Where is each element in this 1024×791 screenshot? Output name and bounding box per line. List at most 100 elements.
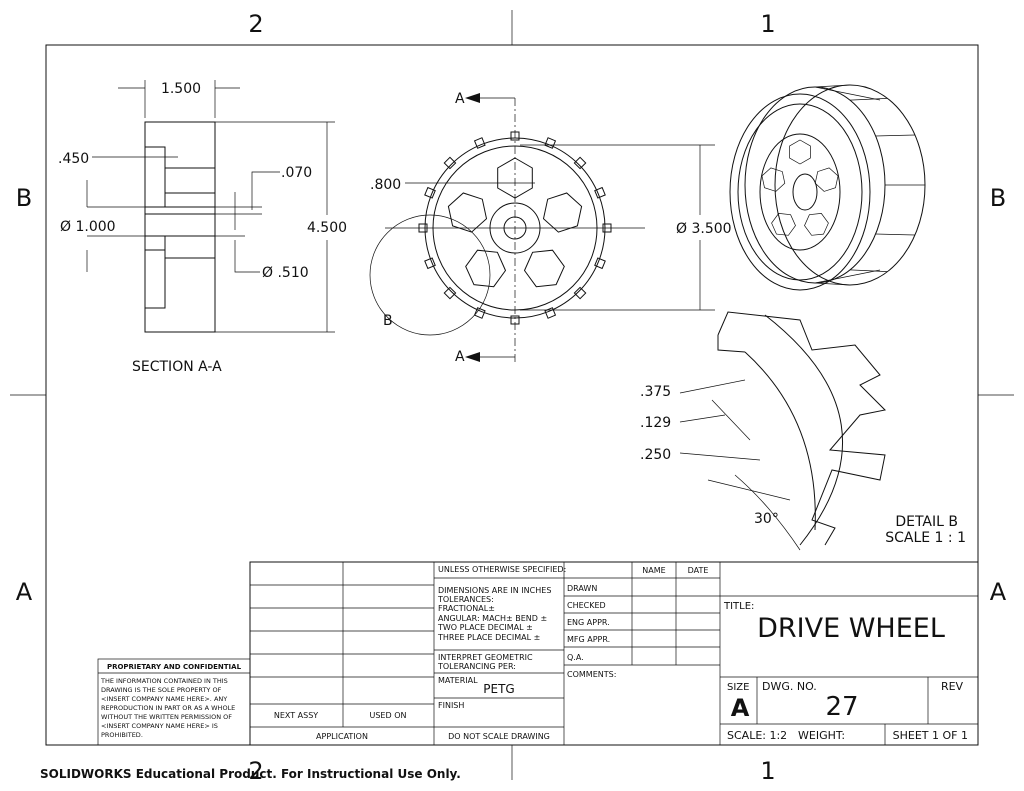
detail-scale: SCALE 1 : 1 xyxy=(885,530,966,546)
tb-size: A xyxy=(731,694,750,722)
dim-hub: .450 xyxy=(58,151,89,167)
rim-tooth xyxy=(594,186,606,199)
tb-angular: ANGULAR: MACH± BEND ± xyxy=(438,614,547,623)
dim-detail-3: .250 xyxy=(640,447,671,463)
hex-pocket xyxy=(804,213,829,236)
educational-footer: SOLIDWORKS Educational Product. For Inst… xyxy=(40,767,461,781)
cut-label-a: A xyxy=(455,349,465,365)
front-view: A A B .800 Ø 3.500 xyxy=(369,91,732,365)
tb-material: PETG xyxy=(483,682,514,696)
proprietary-notice: PROPRIETARY AND CONFIDENTIAL THE INFORMA… xyxy=(97,658,251,746)
dim-detail-angle: 30° xyxy=(754,511,779,527)
detail-callout: B xyxy=(383,313,393,329)
isometric-view xyxy=(729,84,926,291)
rim-rib xyxy=(849,98,888,101)
rim-tooth xyxy=(443,286,457,300)
tb-scale: SCALE: 1:2 xyxy=(727,729,787,742)
section-label: SECTION A-A xyxy=(132,359,222,375)
tb-two-place: TWO PLACE DECIMAL ± xyxy=(437,623,533,632)
tb-title-label: TITLE: xyxy=(723,601,754,612)
hex-pocket xyxy=(542,192,583,233)
rim-rib xyxy=(875,233,916,236)
tb-date-header: DATE xyxy=(688,566,709,575)
tb-rev: REV xyxy=(941,680,964,693)
tb-material-label: MATERIAL xyxy=(438,676,478,685)
hex-pocket xyxy=(761,167,786,192)
dim-detail-1: .375 xyxy=(640,384,671,400)
rim-tooth xyxy=(473,137,486,149)
proprietary-line: <INSERT COMPANY NAME HERE> IS xyxy=(101,722,218,730)
tb-interpret: INTERPRET GEOMETRIC xyxy=(438,653,533,662)
tb-eng-appr: ENG APPR. xyxy=(567,618,610,627)
tb-qa: Q.A. xyxy=(567,653,584,662)
title-block: UNLESS OTHERWISE SPECIFIED: NAME DATE DI… xyxy=(249,561,979,746)
tb-weight: WEIGHT: xyxy=(798,729,845,742)
dim-hex: .800 xyxy=(370,177,401,193)
rim-tooth xyxy=(424,186,436,199)
tb-application: APPLICATION xyxy=(316,732,368,741)
hex-pocket xyxy=(465,249,507,288)
zone-label: 2 xyxy=(248,10,263,38)
tb-unless: UNLESS OTHERWISE SPECIFIED: xyxy=(438,565,566,574)
tb-tolerances: TOLERANCES: xyxy=(437,595,494,604)
zone-label: 1 xyxy=(760,757,775,785)
hex-pocket xyxy=(789,139,811,165)
rim-rib xyxy=(814,282,851,286)
tb-three-place: THREE PLACE DECIMAL ± xyxy=(437,633,540,642)
tb-checked: CHECKED xyxy=(567,601,606,610)
rim-tooth xyxy=(544,137,557,149)
rim-rib xyxy=(814,84,851,88)
tb-dwg-label: DWG. NO. xyxy=(762,680,817,693)
rim-rib xyxy=(875,134,916,137)
dim-keyway: .070 xyxy=(281,165,312,181)
rim-tooth xyxy=(443,156,457,170)
tb-fractional: FRACTIONAL± xyxy=(438,604,495,613)
tb-dims-inches: DIMENSIONS ARE IN INCHES xyxy=(438,586,551,595)
detail-view: .375 .129 .250 30° DETAIL B SCALE 1 : 1 xyxy=(640,311,966,551)
dim-width: 1.500 xyxy=(161,81,201,97)
tb-drawn: DRAWN xyxy=(567,584,597,593)
proprietary-line: DRAWING IS THE SOLE PROPERTY OF xyxy=(101,686,222,694)
dim-outer-diameter: 4.500 xyxy=(307,220,347,236)
proprietary-line: REPRODUCTION IN PART OR AS A WHOLE xyxy=(101,704,235,712)
proprietary-line: <INSERT COMPANY NAME HERE>. ANY xyxy=(101,695,227,703)
hex-pocket xyxy=(523,249,565,288)
tb-name-header: NAME xyxy=(642,566,665,575)
proprietary-line: WITHOUT THE WRITTEN PERMISSION OF xyxy=(101,713,232,721)
rim-tooth xyxy=(473,307,486,319)
hex-pocket xyxy=(814,167,839,192)
hex-pocket xyxy=(771,213,796,236)
dim-bore: Ø 1.000 xyxy=(60,219,116,235)
tb-used-on: USED ON xyxy=(370,711,407,720)
dim-rim-diameter: Ø 3.500 xyxy=(676,221,732,237)
zone-label: B xyxy=(16,184,32,212)
zone-label: 1 xyxy=(760,10,775,38)
detail-label: DETAIL B xyxy=(895,514,958,530)
proprietary-heading: PROPRIETARY AND CONFIDENTIAL xyxy=(107,663,242,671)
tb-dwg-no: 27 xyxy=(825,692,858,722)
zone-label: A xyxy=(990,578,1007,606)
tb-no-scale: DO NOT SCALE DRAWING xyxy=(448,732,550,741)
proprietary-line: THE INFORMATION CONTAINED IN THIS xyxy=(100,677,228,685)
tb-finish: FINISH xyxy=(438,701,464,710)
tb-size-label: SIZE xyxy=(727,682,749,693)
cut-label-a: A xyxy=(455,91,465,107)
rim-tooth xyxy=(544,307,557,319)
tb-comments: COMMENTS: xyxy=(567,670,616,679)
section-view: 1.500 .450 Ø 1.000 .070 Ø .510 4.500 SEC… xyxy=(58,80,347,375)
rim-tooth xyxy=(573,286,587,300)
hex-pocket xyxy=(447,192,488,233)
tb-next-assy: NEXT ASSY xyxy=(274,711,318,720)
dim-key: Ø .510 xyxy=(262,265,309,281)
rim-rib xyxy=(849,269,888,272)
zone-label: 2 xyxy=(248,757,263,785)
zone-label: A xyxy=(16,578,33,606)
tb-sheet: SHEET 1 OF 1 xyxy=(893,729,968,742)
proprietary-line: PROHIBITED. xyxy=(101,731,143,739)
tb-tolerancing: TOLERANCING PER: xyxy=(437,662,516,671)
rim-tooth xyxy=(594,257,606,270)
drawing-title: DRIVE WHEEL xyxy=(757,613,945,644)
rim-tooth xyxy=(424,257,436,270)
tb-mfg-appr: MFG APPR. xyxy=(567,635,610,644)
rim-tooth xyxy=(573,156,587,170)
